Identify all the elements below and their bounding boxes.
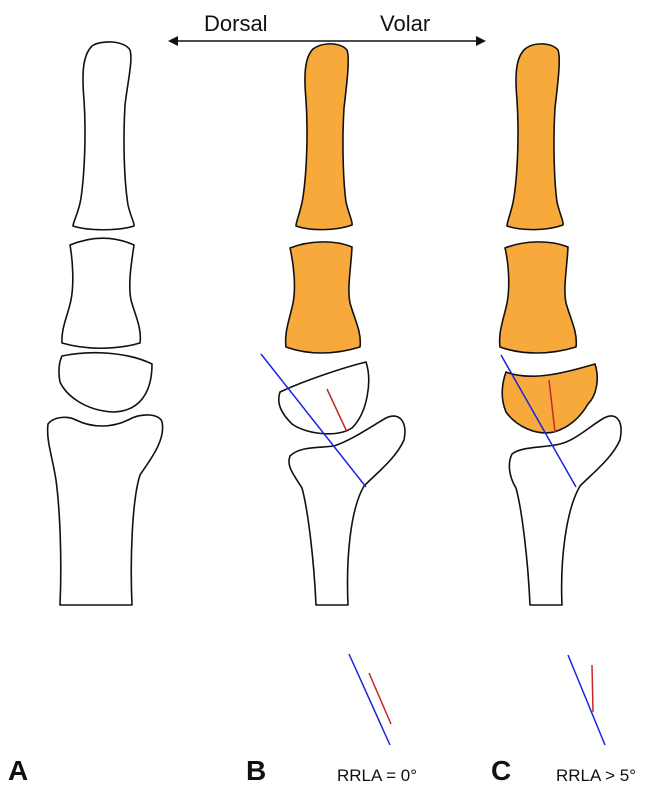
lunula-bone: [502, 364, 597, 433]
middle-phalanx: [500, 242, 577, 353]
proximal-bone: [289, 416, 405, 605]
middle-phalanx: [286, 242, 361, 353]
panel-c-letter: C: [491, 755, 511, 786]
distal-phalanx: [73, 42, 134, 230]
panel-b-bones: [261, 44, 405, 745]
panel-b-letter: B: [246, 755, 266, 786]
lunula-bone: [59, 353, 152, 412]
panel-a-letter: A: [8, 755, 28, 786]
angle-lunula-line: [592, 665, 593, 712]
middle-phalanx: [62, 238, 140, 348]
distal-phalanx: [507, 44, 563, 230]
proximal-bone: [48, 415, 163, 605]
panel-c-measurement: RRLA > 5°: [556, 766, 636, 785]
lunula-bone: [279, 362, 369, 434]
panel-a-bones: [48, 42, 163, 605]
angle-reference-line: [568, 655, 605, 745]
dorsal-label: Dorsal: [204, 11, 268, 36]
volar-label: Volar: [380, 11, 430, 36]
panel-b-measurement: RRLA = 0°: [337, 766, 417, 785]
angle-lunula-line: [369, 673, 391, 724]
panel-c-bones: [500, 44, 621, 745]
angle-reference-line: [349, 654, 390, 745]
proximal-bone: [509, 416, 621, 605]
distal-phalanx: [296, 44, 352, 230]
